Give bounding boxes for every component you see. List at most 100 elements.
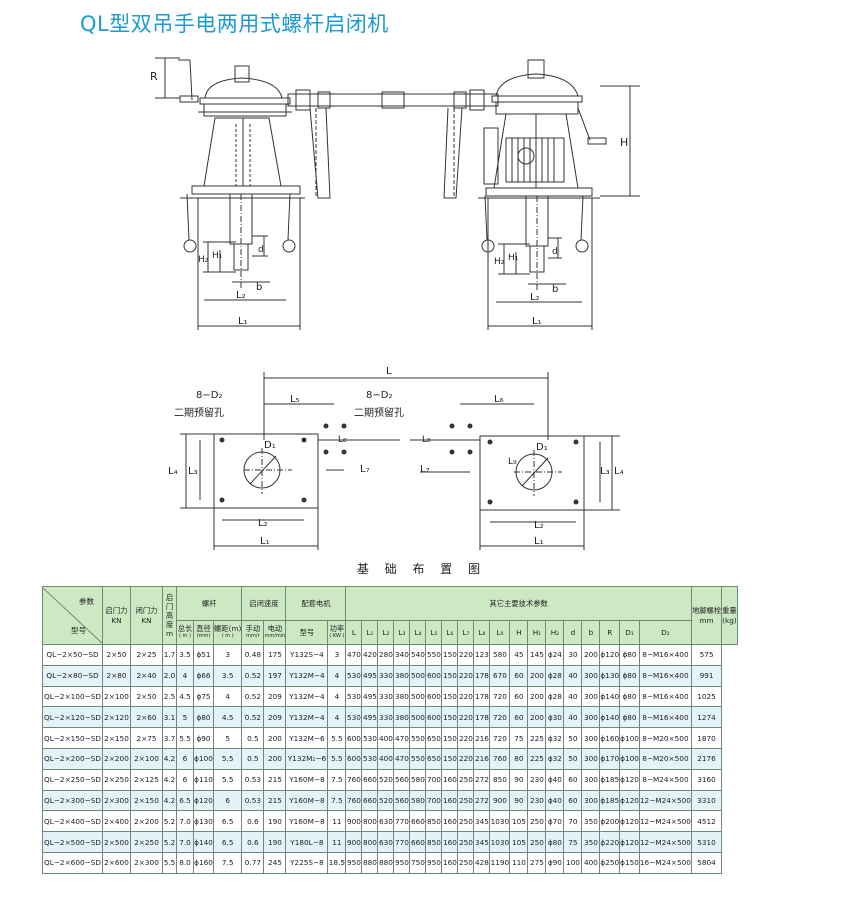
left-hoist [155, 57, 305, 330]
table-cell: 760 [489, 747, 511, 770]
table-cell: 300 [581, 727, 601, 749]
table-cell: 80 [509, 747, 529, 770]
table-cell: ϕ160 [193, 851, 214, 874]
table-cell: 495 [361, 706, 379, 729]
table-cell: 750 [409, 851, 427, 874]
table-cell: 2×600 [102, 851, 131, 874]
table-cell: ϕ250 [599, 851, 621, 874]
table-cell: 209 [263, 706, 287, 729]
table-cell: 470 [393, 727, 411, 749]
label-l1-left: L₁ [238, 316, 248, 327]
table-cell: 75 [563, 831, 583, 853]
table-cell: 3.1 [162, 706, 177, 729]
page-title: QL型双吊手电两用式螺杆启闭机 [80, 12, 389, 36]
table-cell: 560 [393, 768, 411, 791]
table-cell: 550 [425, 644, 443, 666]
table-cell: 250 [457, 768, 475, 791]
table-cell: ϕ150 [619, 851, 640, 874]
table-cell: Y160M−8 [285, 810, 329, 833]
table-cell: 5 [212, 727, 243, 749]
table-cell: 300 [581, 685, 601, 708]
table-cell: ϕ100 [193, 747, 214, 770]
table-cell: 880 [361, 851, 379, 874]
table-cell: 0.52 [241, 685, 265, 708]
header-other-col: D₁ [619, 620, 640, 645]
header-other-col: L₅ [425, 620, 443, 645]
table-cell: 540 [409, 644, 427, 666]
table-cell: Y132M−6 [285, 727, 329, 749]
table-cell: 190 [263, 831, 287, 853]
header-diagonal: 参数 型号 [42, 586, 103, 645]
table-cell: 2×500 [102, 831, 131, 853]
table-cell: 4.2 [162, 768, 177, 791]
label-l7-left: L₇ [360, 464, 370, 475]
table-cell: 225 [527, 747, 547, 770]
table-cell: 1870 [690, 727, 723, 749]
table-cell: 530 [345, 706, 363, 729]
table-cell: 60 [563, 768, 583, 791]
table-cell: 630 [377, 810, 395, 833]
table-cell: 230 [527, 768, 547, 791]
table-cell: 150 [441, 644, 459, 666]
table-cell: 50 [563, 747, 583, 770]
table-cell: 160 [441, 768, 459, 791]
table-cell: 2×200 [102, 747, 131, 770]
table-cell: 2×300 [102, 789, 131, 812]
table-cell: 3.7 [162, 727, 177, 749]
header-screw-length: 总长( m ) [176, 620, 194, 645]
label-l3-right: L₃ [600, 466, 610, 477]
table-cell: 272 [473, 789, 491, 812]
table-cell: 215 [263, 789, 287, 812]
table-cell: 580 [489, 644, 511, 666]
table-cell: 0.52 [241, 706, 265, 729]
table-cell: 340 [393, 644, 411, 666]
header-weight: 重量(kg) [721, 586, 738, 645]
table-cell: 5.2 [162, 831, 177, 853]
table-cell: 300 [581, 706, 601, 729]
table-cell: 660 [409, 810, 427, 833]
table-cell: ϕ51 [193, 644, 214, 666]
table-cell: 250 [457, 810, 475, 833]
model-cell: QL−2×120−SD [42, 706, 103, 729]
table-cell: 8−M20×500 [638, 747, 692, 770]
table-cell: ϕ170 [599, 747, 621, 770]
table-cell: 350 [581, 810, 601, 833]
table-cell: 5.5 [212, 747, 243, 770]
table-cell: 0.53 [241, 768, 265, 791]
table-cell: 530 [361, 727, 379, 749]
table-cell: 4 [212, 685, 243, 708]
table-cell: 0.5 [241, 727, 265, 749]
table-cell: Y132M−4 [285, 664, 329, 687]
table-cell: 250 [457, 789, 475, 812]
table-cell: 1030 [489, 831, 511, 853]
table-cell: 850 [489, 768, 511, 791]
table-cell: 950 [425, 851, 443, 874]
table-cell: 245 [263, 851, 287, 874]
table-cell: 7.5 [327, 789, 347, 812]
table-cell: 175 [263, 644, 287, 666]
model-cell: QL−2×300−SD [42, 789, 103, 812]
table-cell: 250 [527, 831, 547, 853]
table-cell: 200 [527, 685, 547, 708]
table-cell: 760 [345, 789, 363, 812]
table-cell: 2×50 [130, 685, 163, 708]
table-cell: 580 [409, 789, 427, 812]
table-cell: Y180L−8 [285, 831, 329, 853]
table-cell: 770 [393, 831, 411, 853]
table-cell: 3.5 [176, 644, 194, 666]
table-cell: 500 [409, 685, 427, 708]
table-cell: 275 [527, 851, 547, 874]
table-cell: 560 [393, 789, 411, 812]
table-cell: 420 [361, 644, 379, 666]
table-cell: 4 [327, 706, 347, 729]
table-cell: 400 [581, 851, 601, 874]
table-cell: 550 [409, 747, 427, 770]
label-l2-left: L₂ [236, 290, 246, 301]
table-cell: ϕ80 [545, 831, 565, 853]
table-cell: Y132M₂−6 [285, 747, 329, 770]
table-cell: 215 [263, 768, 287, 791]
table-cell: ϕ28 [545, 685, 565, 708]
hoist-drawing: R H H₂ H₁ d b L₂ L₁ H₂ H₁ d b L₂ L₁ L L₅… [150, 57, 640, 550]
